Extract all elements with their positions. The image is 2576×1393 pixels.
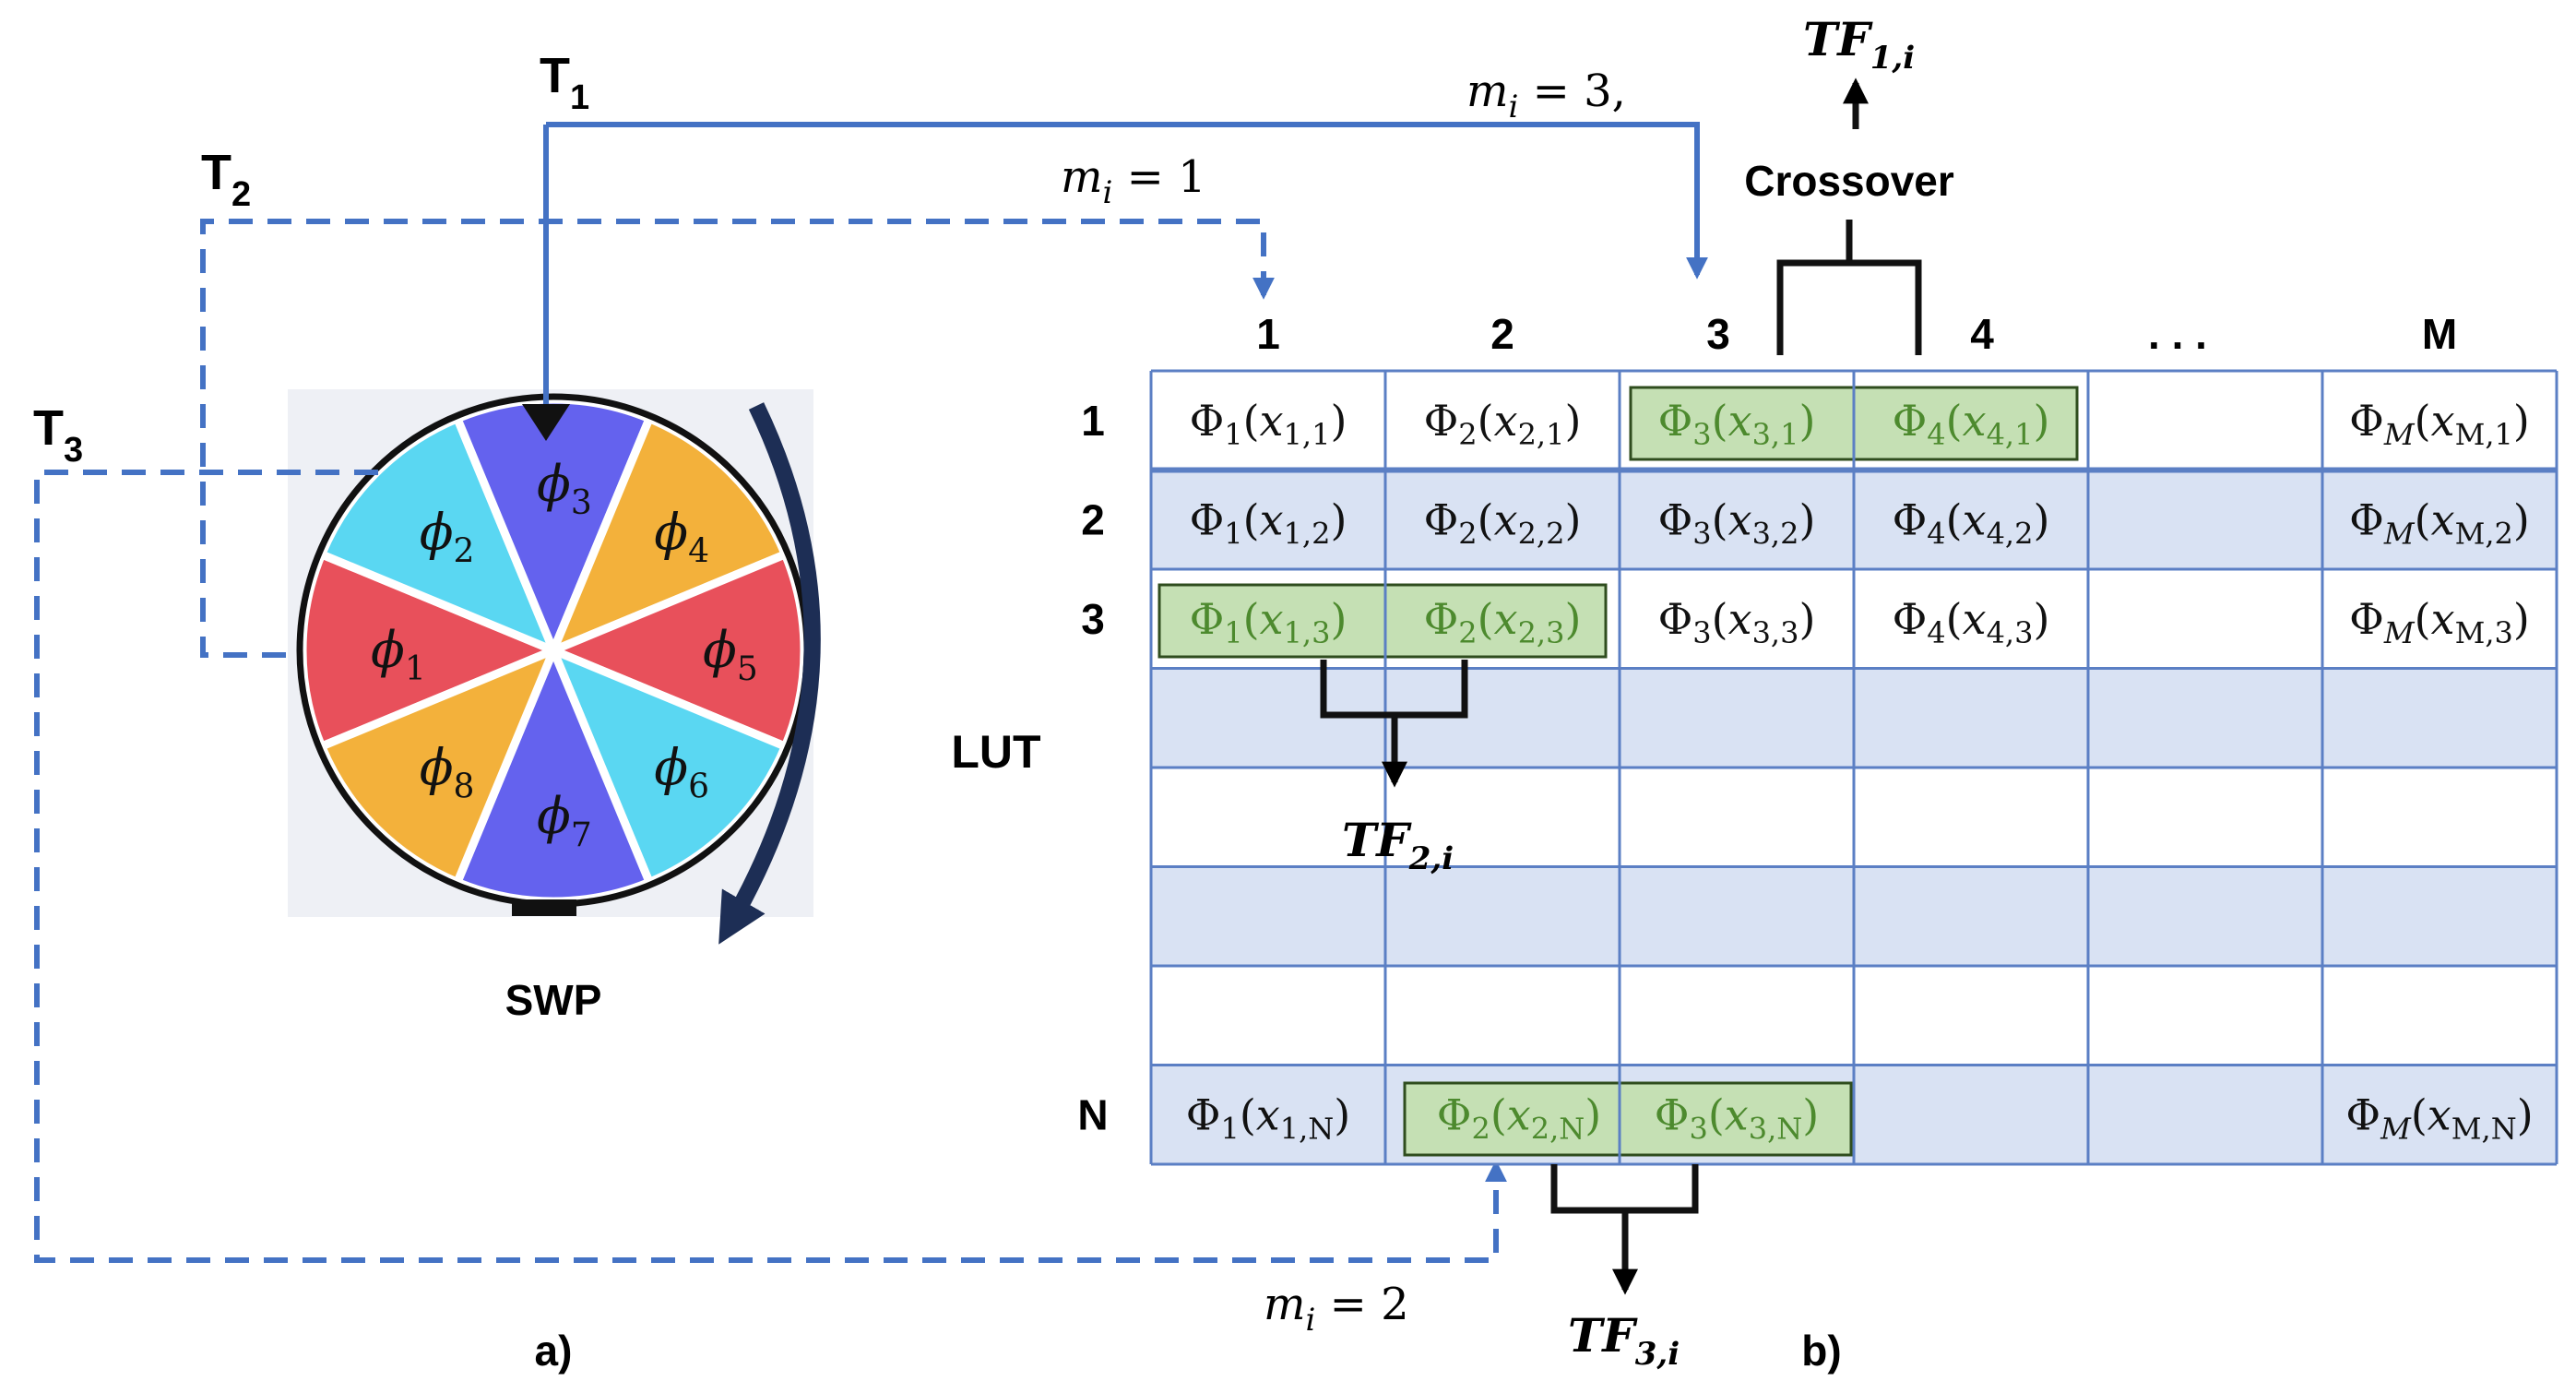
lut-cell: Φ4(x4,1) bbox=[1893, 396, 2050, 452]
lut-row-header-3: 3 bbox=[1081, 595, 1105, 643]
t3-to-lut-line bbox=[34, 470, 1507, 1263]
swp-caption: SWP bbox=[505, 976, 602, 1024]
wedge-label-phi1: ϕ1 bbox=[371, 621, 426, 688]
wedge-label-phi4: ϕ4 bbox=[654, 504, 709, 571]
lut-cell: Φ2(x2,N) bbox=[1437, 1089, 1601, 1146]
mi-2-label: mi = 2 bbox=[1264, 1279, 1409, 1339]
lut-cell: ΦM(xM,3) bbox=[2349, 594, 2530, 650]
tf3-label: TF3,i bbox=[1568, 1308, 1680, 1373]
lut-cell: Φ4(x4,2) bbox=[1893, 494, 2050, 551]
lut-row-header-N: N bbox=[1077, 1090, 1108, 1138]
wedge-label-phi7: ϕ7 bbox=[537, 787, 592, 854]
t1-label: T1 bbox=[540, 48, 589, 117]
lut-cell: Φ2(x2,3) bbox=[1424, 594, 1582, 650]
rotation-arrow bbox=[718, 402, 821, 945]
t2-to-lut-line bbox=[200, 219, 1275, 658]
panel-a-label: a) bbox=[535, 1327, 573, 1375]
crossover-bracket-rowN bbox=[1550, 1164, 1699, 1290]
crossover-bracket-row3 bbox=[1320, 660, 1468, 782]
wedge-label-phi3: ϕ3 bbox=[537, 455, 592, 522]
highlight-row3-cols1-2 bbox=[1157, 583, 1608, 659]
tf2-label: TF2,i bbox=[1342, 813, 1454, 877]
lut-column-header-4: 4 bbox=[1970, 310, 1994, 358]
crossover-label: Crossover bbox=[1744, 157, 1954, 205]
wedge-label-phi8: ϕ8 bbox=[420, 738, 475, 805]
lut-cell: Φ3(x3,1) bbox=[1658, 396, 1816, 452]
lut-cell: Φ1(x1,1) bbox=[1190, 396, 1347, 452]
lut-column-header-2: 2 bbox=[1490, 310, 1514, 358]
t3-label: T3 bbox=[33, 400, 83, 470]
tf1-label: TF1,i bbox=[1803, 12, 1915, 77]
t1-pointer-head bbox=[522, 404, 570, 441]
lut-cell: ΦM(xM,1) bbox=[2349, 396, 2530, 452]
lut-column-header-1: 1 bbox=[1256, 310, 1280, 358]
highlight-rowN-cols2-3 bbox=[1403, 1081, 1853, 1157]
lut-cell: Φ1(x1,3) bbox=[1190, 594, 1347, 650]
lut-label: LUT bbox=[951, 726, 1040, 778]
t1-to-lut-line bbox=[546, 122, 1708, 280]
lookup-table: 1 2 3 4 . . . M 1 2 3N Φ1(x1,1) Φ2(x2,1) Φ3(x3,1) Φ4… bbox=[1077, 310, 2558, 1166]
lut-cell: Φ1(x1,2) bbox=[1190, 494, 1347, 551]
lut-cell: Φ3(x3,3) bbox=[1658, 594, 1816, 650]
wedge-label-phi6: ϕ6 bbox=[654, 738, 709, 805]
lut-cell: Φ2(x2,1) bbox=[1424, 396, 1582, 452]
lut-column-header-M: M bbox=[2422, 310, 2457, 358]
mi-1-label: mi = 1 bbox=[1061, 151, 1206, 211]
lut-row-header-1: 1 bbox=[1081, 397, 1105, 445]
lut-cell: Φ3(x3,2) bbox=[1658, 494, 1816, 551]
panel-b-label: b) bbox=[1801, 1327, 1841, 1375]
lut-column-header-3: 3 bbox=[1706, 310, 1730, 358]
crossover-bracket-top bbox=[1776, 220, 1922, 355]
lut-cell: Φ3(x3,N) bbox=[1655, 1089, 1819, 1146]
lut-cell: ΦM(xM,N) bbox=[2345, 1089, 2533, 1146]
wheel-stand bbox=[512, 899, 576, 916]
lut-cell: Φ2(x2,2) bbox=[1424, 494, 1582, 551]
lut-column-header-: . . . bbox=[2148, 310, 2207, 358]
t2-label: T2 bbox=[201, 145, 251, 214]
lut-cell: ΦM(xM,2) bbox=[2349, 494, 2530, 551]
mi-3-label: mi = 3, bbox=[1466, 65, 1626, 125]
wedge-label-phi5: ϕ5 bbox=[703, 621, 758, 688]
lut-cell: Φ1(x1,N) bbox=[1186, 1089, 1350, 1146]
lut-row-header-2: 2 bbox=[1081, 495, 1105, 543]
wedge-label-phi2: ϕ2 bbox=[420, 504, 475, 571]
lut-cell: Φ4(x4,3) bbox=[1893, 594, 2050, 650]
